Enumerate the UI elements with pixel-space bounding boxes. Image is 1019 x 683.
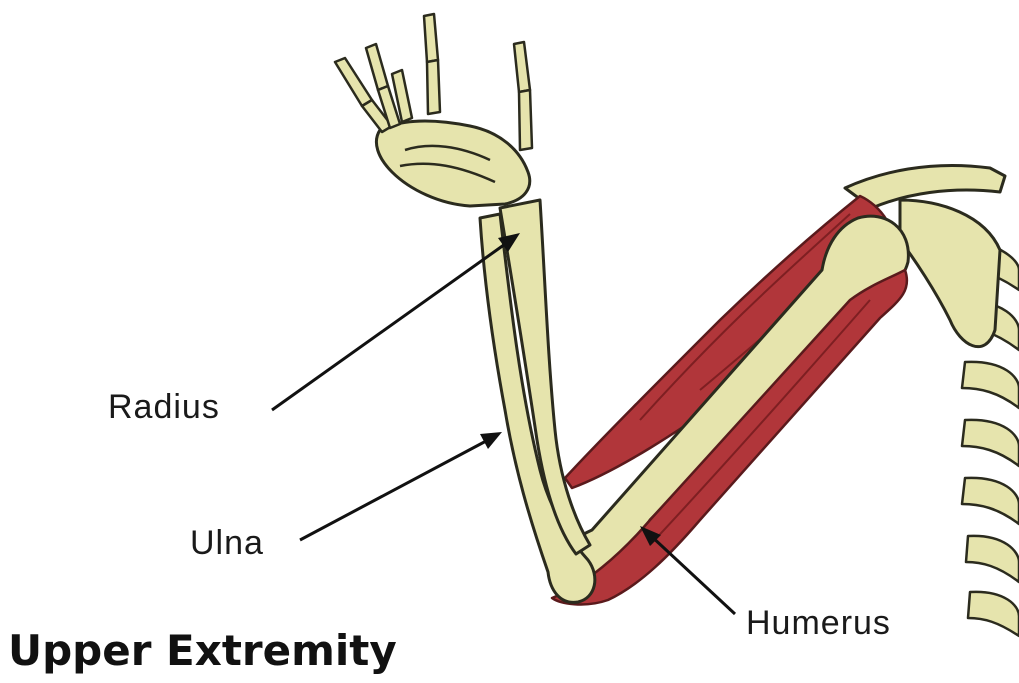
ulna-pointer <box>300 432 502 540</box>
label-ulna: Ulna <box>190 524 264 563</box>
label-radius: Radius <box>108 388 220 427</box>
hand-bones <box>335 14 532 206</box>
humerus-pointer <box>640 526 735 614</box>
diagram-title: Upper Extremity <box>8 626 397 675</box>
humerus-bone <box>555 216 908 599</box>
label-humerus: Humerus <box>746 604 891 643</box>
radius-pointer <box>272 233 520 410</box>
